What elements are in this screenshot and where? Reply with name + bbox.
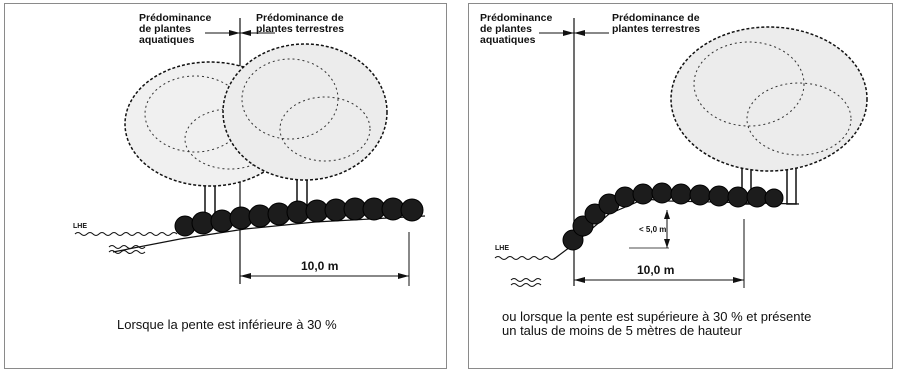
label-aquatic: Prédominance de plantes aquatiques bbox=[480, 12, 553, 46]
shrub-row bbox=[562, 182, 784, 251]
tree-icon bbox=[670, 26, 868, 205]
panel-steep-slope: Prédominance de plantes aquatiques Prédo… bbox=[468, 3, 893, 369]
shrub-row bbox=[174, 197, 424, 237]
label-terrestrial: Prédominance de plantes terrestres bbox=[612, 12, 701, 35]
arrow-right-icon bbox=[398, 273, 409, 279]
distance-label: 10,0 m bbox=[637, 263, 675, 277]
caption: ou lorsque la pente est supérieure à 30 … bbox=[502, 309, 812, 338]
arrow-left-icon bbox=[240, 273, 251, 279]
label-terrestrial: Prédominance de plantes terrestres bbox=[256, 12, 345, 35]
arrow-right-icon bbox=[574, 30, 585, 36]
panel-gentle-slope: Prédominance de plantes aquatiques Prédo… bbox=[4, 3, 447, 369]
water-mark-label: LHE bbox=[495, 245, 509, 252]
water-line bbox=[510, 283, 542, 287]
arrow-right-icon bbox=[733, 277, 744, 283]
distance-label: 10,0 m bbox=[301, 259, 339, 273]
steep-slope-drawing bbox=[494, 18, 868, 288]
water-line bbox=[494, 256, 556, 260]
arrow-left-icon bbox=[563, 30, 574, 36]
arrow-left-icon bbox=[574, 277, 585, 283]
water-line bbox=[510, 278, 542, 282]
arrow-right-icon bbox=[240, 30, 251, 36]
arrow-down-icon bbox=[664, 239, 670, 248]
label-aquatic: Prédominance de plantes aquatiques bbox=[139, 12, 212, 46]
gentle-slope-drawing bbox=[74, 18, 426, 286]
water-line bbox=[108, 250, 146, 254]
tree-icon bbox=[222, 43, 388, 213]
water-line bbox=[108, 245, 146, 249]
arrow-up-icon bbox=[664, 210, 670, 219]
water-mark-label: LHE bbox=[73, 223, 87, 230]
caption: Lorsque la pente est inférieure à 30 % bbox=[117, 317, 337, 332]
arrow-left-icon bbox=[229, 30, 240, 36]
height-label: < 5,0 m bbox=[639, 225, 667, 234]
water-line bbox=[74, 232, 178, 236]
